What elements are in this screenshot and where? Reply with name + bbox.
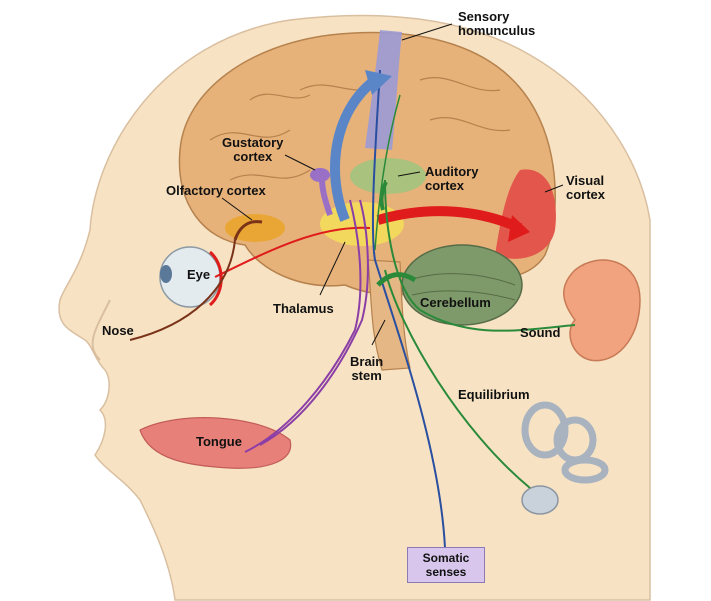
cerebellum-folia xyxy=(409,273,516,301)
cerebellum-arrow xyxy=(376,272,417,287)
visual-arrowhead xyxy=(508,215,530,242)
iris xyxy=(160,265,172,283)
label-gustatory-cortex: Gustatory cortex xyxy=(222,135,284,164)
gustatory-pathway-2 xyxy=(259,199,369,446)
visual-pathway xyxy=(214,226,371,278)
cochlea xyxy=(521,485,559,515)
label-thalamus: Thalamus xyxy=(273,301,334,316)
visual-radiation-arrow xyxy=(376,206,523,233)
label-brain-stem: Brain stem xyxy=(350,354,384,383)
olfactory-arrow xyxy=(233,220,263,241)
tongue-shape xyxy=(139,417,292,469)
auditory-cortex-region xyxy=(350,158,426,194)
label-eye: Eye xyxy=(187,267,211,282)
brain-gyri xyxy=(209,77,511,181)
label-olfactory-cortex: Olfactory cortex xyxy=(166,183,266,198)
nose-shape xyxy=(91,299,111,361)
label-somatic-senses: Somatic senses xyxy=(407,547,485,583)
auditory-arrow xyxy=(379,181,388,211)
gustatory-arrow xyxy=(319,177,333,216)
label-nose: Nose xyxy=(102,323,134,338)
label-cerebellum: Cerebellum xyxy=(420,295,491,310)
label-tongue: Tongue xyxy=(196,434,242,449)
olfactory-pathway xyxy=(129,239,236,341)
vestibular-upper-pathway xyxy=(374,94,401,251)
somatic-pathway xyxy=(371,69,446,549)
label-auditory-cortex: Auditory cortex xyxy=(425,164,479,193)
leader-lines xyxy=(221,23,564,346)
label-equilibrium: Equilibrium xyxy=(458,387,530,402)
olfactory-cortex-region xyxy=(225,214,285,242)
somatic-arrowhead xyxy=(365,70,392,95)
sensory-homunculus-region xyxy=(365,30,402,150)
equilibrium-pathway xyxy=(384,269,531,489)
inner-ear xyxy=(521,401,609,484)
somatic-arrow xyxy=(330,76,379,222)
label-sensory-homunculus: Sensory homunculus xyxy=(458,9,536,38)
outer-ear xyxy=(563,259,641,362)
gustatory-pathway-1 xyxy=(244,199,362,453)
auditory-pathway xyxy=(384,179,576,332)
cerebellum xyxy=(401,244,523,326)
label-visual-cortex: Visual cortex xyxy=(566,173,606,202)
label-sound: Sound xyxy=(520,325,561,340)
retina xyxy=(208,250,223,307)
